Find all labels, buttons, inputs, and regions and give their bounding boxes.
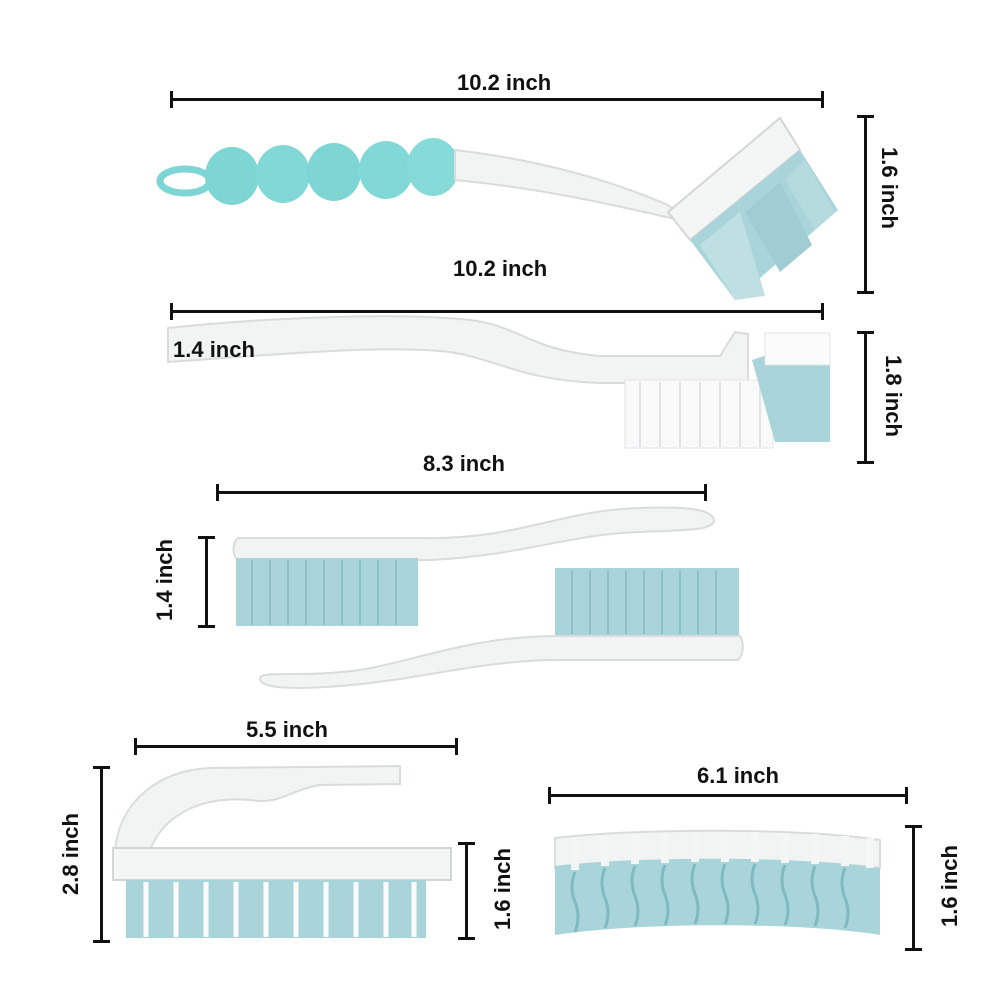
- label-flat-brush-height: 1.4 inch: [151, 539, 177, 621]
- hand-brush-bristles: [126, 880, 426, 938]
- dish-brush-shaft: [454, 148, 691, 223]
- flat-brush-bottom: [259, 568, 744, 689]
- flat-brush-top-bristles: [236, 558, 418, 626]
- flat-brush-bottom-handle: [259, 635, 744, 689]
- label-corner-brush-height: 1.8 inch: [880, 355, 906, 437]
- label-corner-brush-width: 1.4 inch: [173, 337, 255, 362]
- flat-brush-bottom-bristles: [555, 568, 739, 636]
- label-dish-brush-height: 1.6 inch: [876, 147, 902, 229]
- corner-brush: [167, 315, 831, 449]
- flat-brush-top-handle: [232, 506, 716, 561]
- label-dish-brush-length: 10.2 inch: [457, 70, 552, 95]
- hand-brush-handle: [113, 764, 401, 851]
- label-round-brush-height: 1.6 inch: [936, 845, 962, 927]
- label-round-brush-length: 6.1 inch: [697, 763, 779, 788]
- hand-brush-block: [112, 847, 452, 881]
- hand-scrub-brush: [112, 764, 452, 938]
- grip-handle: [205, 138, 459, 205]
- dish-brush-head: [666, 116, 838, 300]
- label-corner-brush-length: 10.2 inch: [453, 256, 548, 281]
- round-brush: [554, 829, 881, 935]
- hanging-loop: [156, 165, 214, 197]
- dish-brush: [156, 116, 838, 300]
- label-hand-brush-head-height: 1.6 inch: [489, 848, 515, 930]
- label-flat-brush-length: 8.3 inch: [423, 451, 505, 476]
- label-hand-brush-length: 5.5 inch: [246, 717, 328, 742]
- corner-brush-handle: [167, 315, 749, 384]
- flat-brush-top: [232, 506, 716, 626]
- label-hand-brush-total-height: 2.8 inch: [57, 813, 83, 895]
